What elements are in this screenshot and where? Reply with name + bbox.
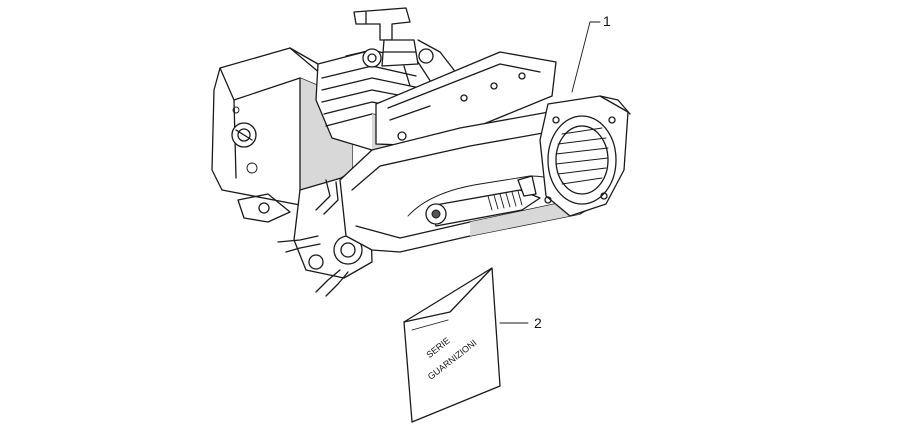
- return-spring: [487, 190, 523, 211]
- callout-1-leader: [571, 21, 601, 93]
- callout-1: 1: [571, 13, 611, 93]
- callout-2: 2: [499, 315, 542, 331]
- callout-1-number: 1: [603, 13, 611, 29]
- engine-assembly: [211, 7, 631, 297]
- carburettor: [353, 7, 455, 87]
- kick-start-lever: [425, 175, 541, 227]
- callout-2-number: 2: [534, 315, 542, 331]
- electrical-wires: [277, 179, 349, 297]
- upper-support-bar: [375, 51, 557, 147]
- clutch-cover: [539, 95, 631, 217]
- gasket-kit-bag: SERIE GUARNIZIONI: [403, 267, 501, 423]
